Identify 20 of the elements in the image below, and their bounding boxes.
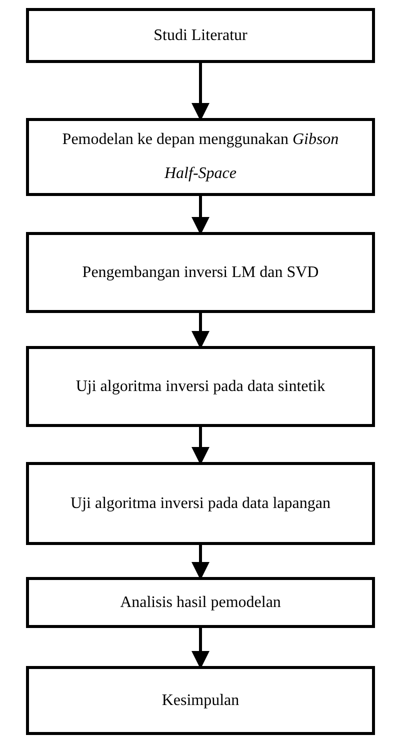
- process-box: [26, 118, 375, 196]
- process-box: [26, 346, 375, 427]
- process-box: [26, 232, 375, 313]
- process-box: [26, 462, 375, 545]
- process-box: [26, 577, 375, 628]
- step-text: Uji algoritma inversi pada data lapangan: [70, 494, 332, 514]
- arrow: [192, 63, 210, 121]
- arrow: [192, 427, 210, 465]
- arrow: [192, 313, 210, 349]
- step-text: Studi Literatur: [152, 26, 248, 46]
- step-text: Analisis hasil pemodelan: [119, 592, 282, 612]
- arrow: [192, 628, 210, 669]
- process-box: [26, 8, 375, 63]
- step-text: Pengembangan inversi LM dan SVD: [81, 262, 320, 282]
- step-text: Kesimpulan: [160, 690, 240, 710]
- process-box: [26, 666, 375, 735]
- step-text: Uji algoritma inversi pada data sintetik: [74, 376, 326, 396]
- arrow: [192, 196, 210, 235]
- step-text: Pemodelan ke depan menggunakan Gibson Half-Space: [61, 130, 340, 184]
- arrow: [192, 545, 210, 580]
